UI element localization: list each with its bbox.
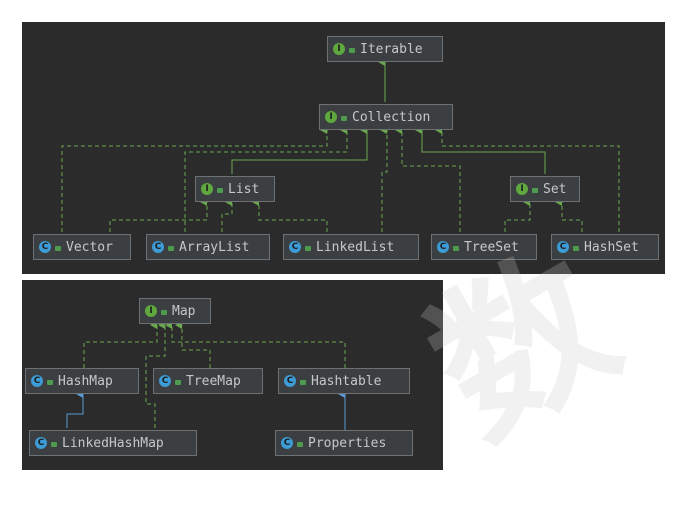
interface-icon: I [333,43,345,55]
lock-icon [300,379,306,385]
node-label: Hashtable [311,373,382,389]
lock-icon [297,441,303,447]
interface-icon: I [516,183,528,195]
class-icon: C [284,375,296,387]
map-edges [66,321,346,430]
lock-icon [175,379,181,385]
edge-treemap-map [175,321,211,368]
node-label: HashSet [584,239,639,255]
edge-hashtable-map [165,321,346,368]
node-iterable[interactable]: I Iterable [327,36,443,62]
interface-icon: I [201,183,213,195]
lock-icon [341,115,347,121]
node-collection[interactable]: I Collection [319,104,453,130]
node-arraylist[interactable]: C ArrayList [146,234,270,260]
interface-icon: I [325,111,337,123]
node-label: LinkedHashMap [62,435,164,451]
class-icon: C [281,437,293,449]
edge-vector-collection [61,126,328,232]
edge-list-collection [231,126,368,174]
node-label: Map [172,303,196,319]
node-linkedlist[interactable]: C LinkedList [283,234,419,260]
class-icon: C [152,241,164,253]
collection-edges [61,58,620,232]
node-label: List [228,181,260,197]
edge-hashmap-map [83,321,158,368]
class-icon: C [31,375,43,387]
node-label: HashMap [58,373,113,389]
edge-hashset-set [555,198,583,232]
class-icon: C [289,241,301,253]
edge-arraylist-list [221,198,233,232]
edge-arraylist-collection [184,126,348,232]
edge-linkedlist-collection [380,126,388,232]
node-label: LinkedList [316,239,395,255]
node-label: Vector [66,239,113,255]
node-treemap[interactable]: C TreeMap [153,368,263,394]
map-diagram-panel: I Map C HashMap C TreeMap C Hashtable C … [22,280,443,470]
collection-diagram-panel: I Iterable I Collection I List I Set C V… [22,22,665,274]
lock-icon [161,309,167,315]
lock-icon [573,245,579,251]
class-icon: C [35,437,47,449]
lock-icon [349,47,355,53]
edge-vector-list [109,198,208,232]
node-vector[interactable]: C Vector [33,234,131,260]
node-hashmap[interactable]: C HashMap [25,368,139,394]
node-label: Properties [308,435,387,451]
node-hashset[interactable]: C HashSet [551,234,659,260]
node-list[interactable]: I List [195,176,275,202]
node-label: Set [543,181,567,197]
lock-icon [217,187,223,193]
class-icon: C [557,241,569,253]
lock-icon [47,379,53,385]
node-label: TreeMap [186,373,241,389]
class-icon: C [437,241,449,253]
edge-treeset-collection [395,126,461,232]
edge-linkedhashmap-hashmap [66,390,84,428]
node-hashtable[interactable]: C Hashtable [278,368,410,394]
class-icon: C [159,375,171,387]
edge-linkedhashmap-map [145,321,166,428]
edge-treeset-set [504,198,531,232]
lock-icon [55,245,61,251]
node-linkedhashmap[interactable]: C LinkedHashMap [29,430,197,456]
edge-linkedlist-list [252,198,328,232]
node-properties[interactable]: C Properties [275,430,413,456]
lock-icon [532,187,538,193]
interface-icon: I [145,305,157,317]
node-label: Collection [352,109,431,125]
class-icon: C [39,241,51,253]
node-label: ArrayList [179,239,250,255]
lock-icon [51,441,57,447]
node-map[interactable]: I Map [139,298,211,324]
node-set[interactable]: I Set [510,176,580,202]
lock-icon [305,245,311,251]
lock-icon [168,245,174,251]
node-treeset[interactable]: C TreeSet [431,234,537,260]
node-label: Iterable [360,41,423,57]
edge-hashset-collection [435,126,620,232]
lock-icon [453,245,459,251]
node-label: TreeSet [464,239,519,255]
edge-set-collection [415,126,546,174]
